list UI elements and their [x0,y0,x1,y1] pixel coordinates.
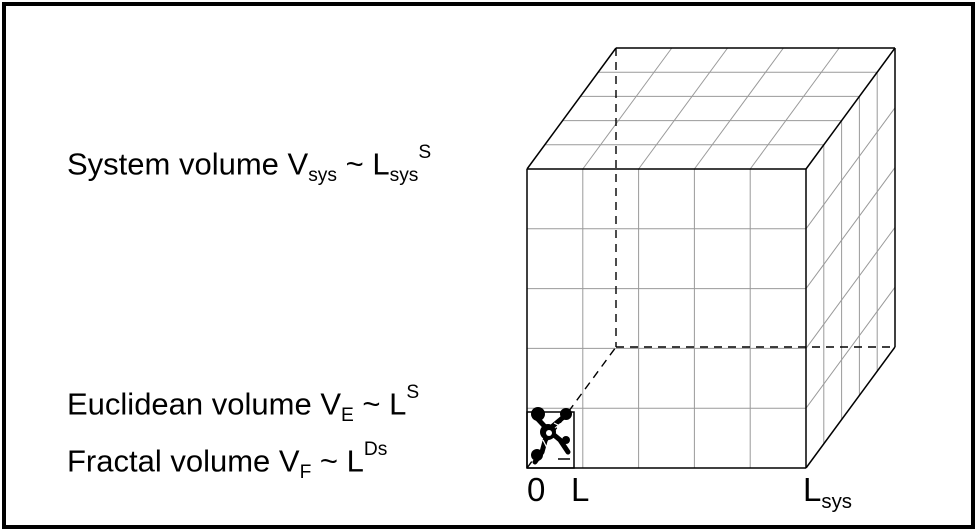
top-grid-line [693,47,784,170]
top-grid-line [638,47,729,170]
axis-small-l-label: L [571,471,590,508]
cube-edge [805,346,896,469]
cube-edge [805,47,896,170]
euclidean-volume-label: Euclidean volume VE ~ LS [67,382,420,427]
fractal-cluster-icon [526,407,575,469]
fractal-volume-label: Fractal volume VF ~ LDs [67,439,388,484]
side-grid-line [805,286,896,409]
side-grid-line [805,107,896,230]
side-grid-line [805,167,896,289]
top-grid-line [582,47,673,170]
system-volume-label: System volume Vsys ~ LsysS [67,142,432,187]
cube-edge [526,47,617,170]
cube-grid [527,47,896,468]
hidden-edge [526,346,617,469]
axis-lsys-label: Lsys [803,471,853,514]
top-grid-line [749,47,840,170]
cube-edges [526,47,896,469]
axis-origin-label: 0 [527,471,546,508]
side-grid-line [805,227,896,349]
small-cube-box [526,411,575,469]
